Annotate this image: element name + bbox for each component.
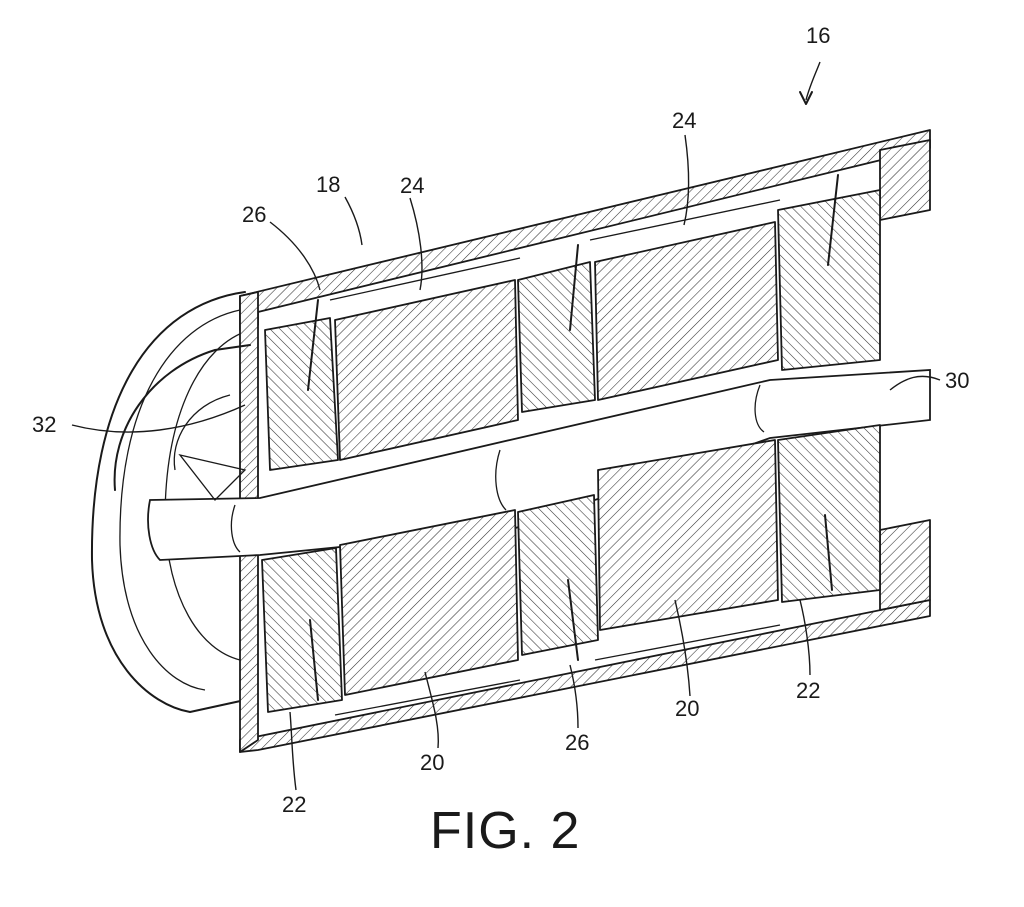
clip-top-mid (569, 244, 579, 331)
arrow-16 (799, 91, 813, 105)
leader-20-left (424, 671, 440, 749)
leader-22-right (799, 599, 811, 676)
leader-18 (344, 196, 363, 246)
housing-right-end-lower (879, 519, 931, 611)
magnet-upper-1 (334, 279, 519, 461)
leader-20-right (674, 599, 691, 697)
pole-lower-3 (777, 424, 881, 603)
leader-26-bottom (569, 664, 579, 729)
ref-32: 32 (32, 412, 56, 437)
housing-end-inner (119, 309, 241, 691)
ref-26-top: 26 (242, 202, 266, 227)
clip-bottom-right (824, 514, 833, 591)
ref-24-left: 24 (400, 173, 424, 198)
ref-22-left: 22 (282, 792, 306, 817)
clip-bottom-left (309, 619, 319, 701)
ref-18: 18 (316, 172, 340, 197)
figure-caption: FIG. 2 (430, 802, 580, 860)
bore-highlight-3 (754, 384, 765, 433)
bore-channel (147, 369, 931, 561)
pole-upper-3 (777, 189, 881, 371)
housing-end-outer (90, 291, 246, 713)
pole-upper-2 (517, 261, 596, 413)
central-bore (147, 369, 931, 561)
pole-lower-2 (517, 494, 599, 656)
leader-24-right (683, 134, 690, 226)
pole-lower-1 (261, 547, 343, 713)
leader-30 (889, 375, 941, 391)
reference-labels: 16 18 24 24 26 30 32 20 20 22 22 26 (32, 23, 969, 817)
ref-24-right: 24 (672, 108, 696, 133)
magnets-lower (261, 424, 881, 713)
ref-22-right: 22 (796, 678, 820, 703)
ref-20-right: 20 (675, 696, 699, 721)
ref-16: 16 (806, 23, 830, 48)
clip-top-left (307, 299, 319, 391)
clip-top-right (827, 174, 839, 266)
leader-lines (71, 61, 941, 791)
leader-32 (71, 404, 246, 433)
housing-end-rim (164, 329, 251, 661)
sleeve-top-1 (329, 257, 521, 301)
bore-highlight (230, 504, 241, 553)
magnet-lower-2 (597, 439, 779, 631)
leader-26-top (269, 221, 321, 291)
housing-right-end (879, 139, 931, 221)
pole-upper-1 (264, 317, 339, 471)
sleeves (307, 174, 839, 716)
leader-22-left (289, 711, 297, 791)
end-cap-ring (113, 344, 251, 491)
ref-26-bottom: 26 (565, 730, 589, 755)
end-cap-seal (178, 453, 247, 501)
clip-bottom-mid (567, 579, 579, 661)
bore-highlight-2 (495, 449, 507, 511)
ref-20-left: 20 (420, 750, 444, 775)
ref-30: 30 (945, 368, 969, 393)
leader-16 (805, 61, 821, 101)
sleeve-bottom-1 (334, 679, 521, 716)
housing (90, 129, 931, 753)
leader-24-left (409, 197, 423, 291)
magnet-lower-1 (339, 509, 519, 696)
magnet-upper-2 (594, 221, 779, 401)
sleeve-bottom-2 (594, 624, 781, 661)
magnets-upper (264, 189, 881, 471)
